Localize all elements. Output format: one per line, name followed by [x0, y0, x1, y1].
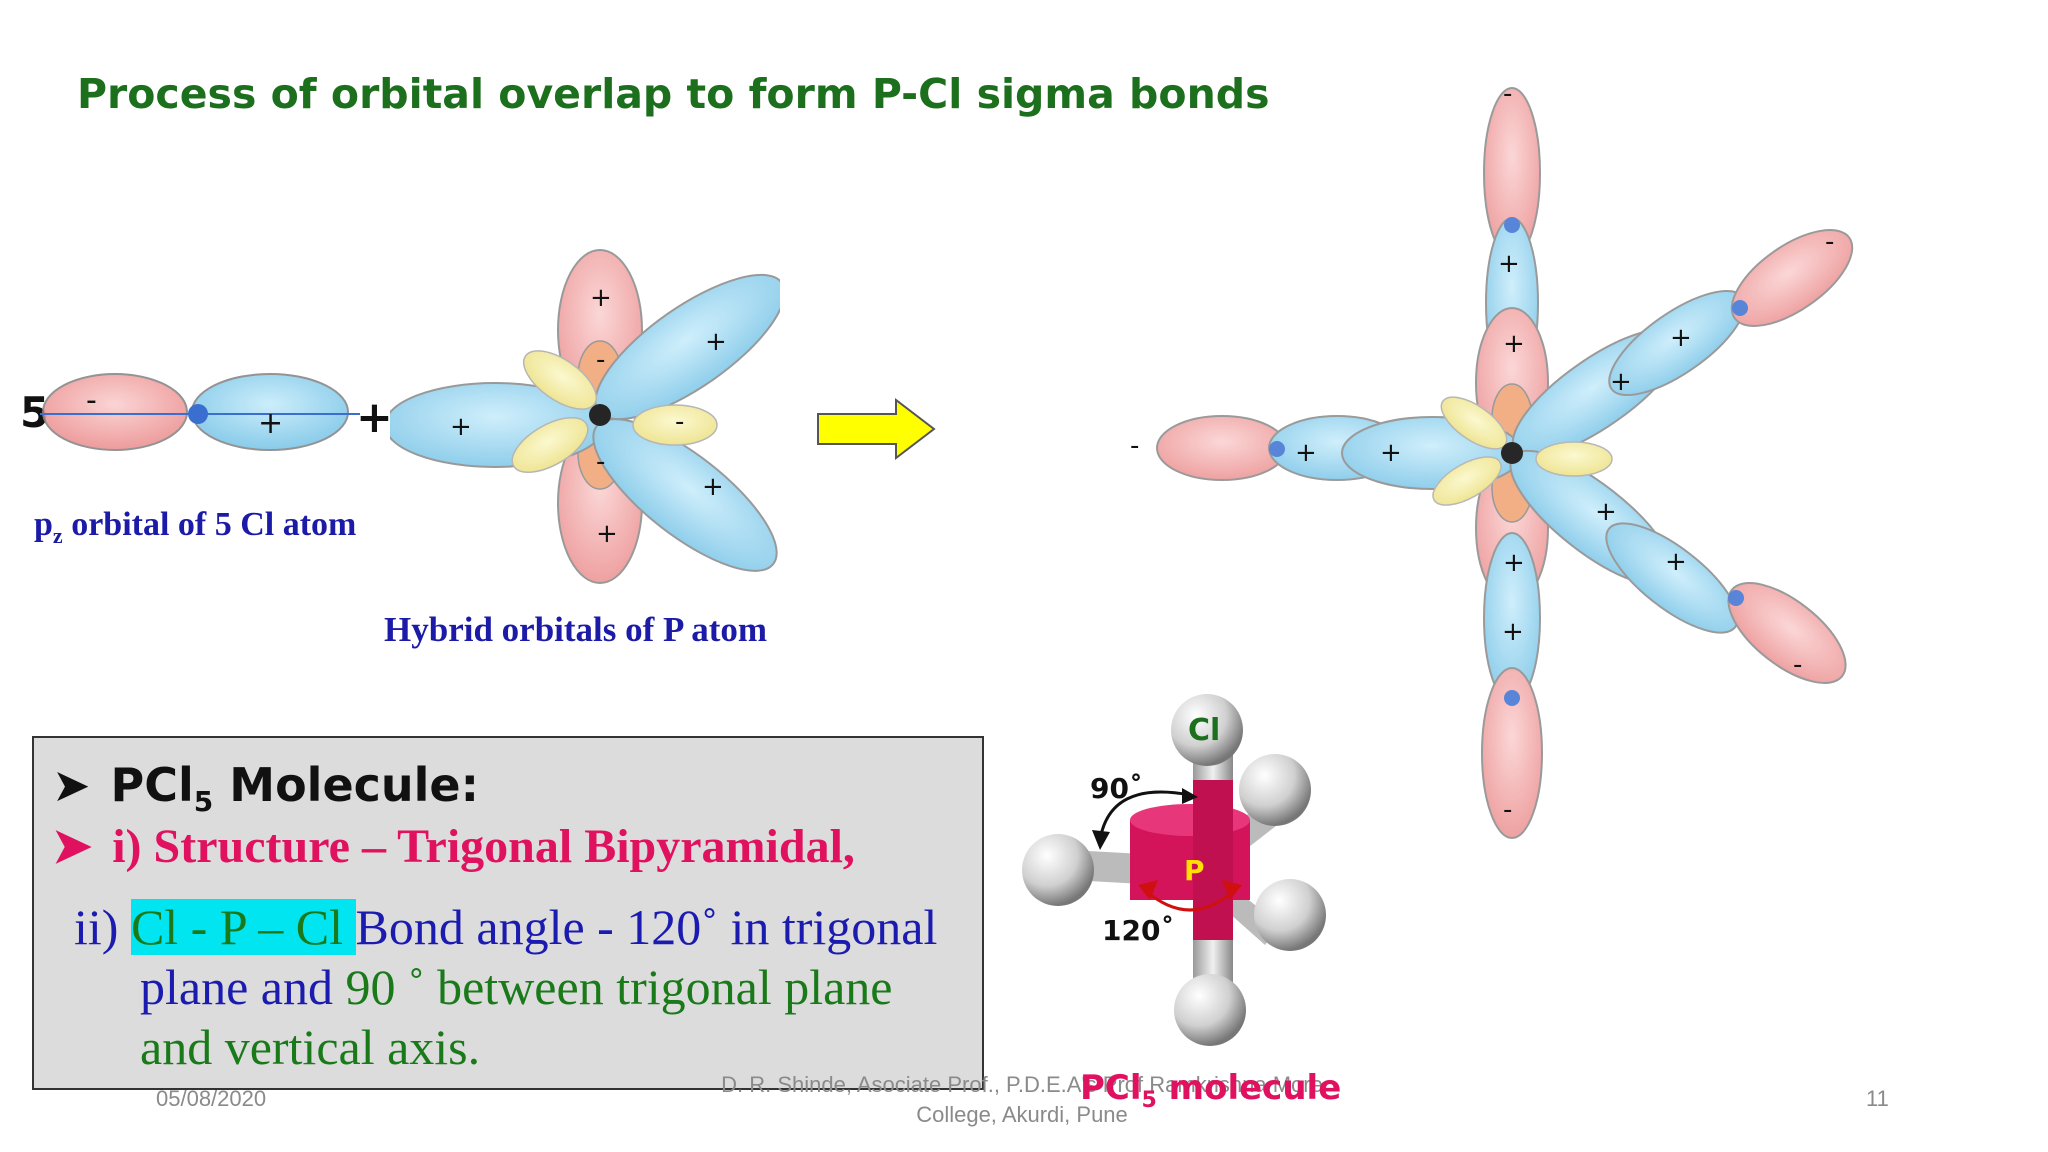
pcl5-molecule-model: Cl P 90˚ 120˚: [1022, 694, 1326, 1046]
molecule-caption: PCl5 molecule: [1080, 1068, 1342, 1113]
cl-nucleus: [188, 404, 208, 424]
svg-text:+: +: [1295, 438, 1317, 468]
structure-line: ➤i) Structure – Trigonal Bipyramidal,: [52, 820, 855, 873]
svg-text:-: -: [596, 345, 605, 375]
highlighted-bond: Cl - P – Cl: [130, 899, 356, 955]
slide-title: Process of orbital overlap to form P-Cl …: [77, 70, 1270, 118]
svg-text:P: P: [1184, 854, 1205, 887]
svg-text:+: +: [1380, 438, 1402, 468]
footer-date: 05/08/2020: [156, 1086, 267, 1111]
svg-text:-: -: [675, 407, 684, 437]
svg-text:+: +: [1665, 547, 1687, 577]
svg-text:+: +: [1670, 323, 1692, 353]
molecule-heading: ➤PCl5 Molecule:: [52, 758, 480, 819]
bullet-arrow-icon: ➤: [52, 820, 93, 873]
svg-text:+: +: [1498, 249, 1520, 279]
page-number: 11: [1866, 1086, 1889, 1111]
hybrid-orbitals-label: Hybrid orbitals of P atom: [384, 610, 768, 649]
hybrid-orbitals-diagram: + + + + + - - -: [390, 249, 780, 584]
svg-text:+: +: [1595, 497, 1617, 527]
svg-text:-: -: [1793, 650, 1802, 680]
bullet-arrow-icon: ➤: [52, 758, 91, 812]
svg-text:Cl: Cl: [1188, 713, 1220, 748]
pz-orbital-label: pz orbital of 5 Cl atom: [34, 506, 357, 548]
svg-text:90˚: 90˚: [1090, 772, 1143, 805]
bond-angle-line-3: and vertical axis.: [140, 1019, 481, 1075]
svg-text:+: +: [705, 327, 727, 357]
svg-text:+: +: [590, 283, 612, 313]
right-arrow-icon: [817, 398, 936, 460]
svg-text:+: +: [1502, 617, 1524, 647]
svg-text:+: +: [1610, 367, 1632, 397]
svg-text:+: +: [596, 519, 618, 549]
svg-text:-: -: [1825, 227, 1834, 257]
structure-info-box: ➤PCl5 Molecule: ➤i) Structure – Trigonal…: [32, 736, 984, 1090]
svg-text:+: +: [450, 412, 472, 442]
svg-text:+: +: [1503, 548, 1525, 578]
footer-author: D. R. Shinde, Asociate Prof., P.D.E.A's …: [721, 1072, 1323, 1127]
pz-orbital-diagram: - +: [40, 373, 360, 451]
svg-text:-: -: [1130, 431, 1139, 461]
pz-lobe-negative: [42, 373, 188, 451]
svg-text:-: -: [596, 447, 605, 477]
bond-angle-line-2: plane and 90 ˚ between trigonal plane: [140, 959, 893, 1015]
svg-text:-: -: [1503, 79, 1512, 109]
svg-text:+: +: [1503, 329, 1525, 359]
svg-text:120˚: 120˚: [1102, 914, 1174, 947]
svg-text:-: -: [1503, 795, 1512, 825]
svg-text:+: +: [258, 406, 283, 441]
svg-text:-: -: [86, 383, 97, 418]
overlap-orbitals-diagram: - + + + + - + + - + + - + + -: [1130, 79, 1854, 839]
svg-text:+: +: [702, 472, 724, 502]
bond-angle-line: ii) Cl - P – Cl Bond angle - 120˚ in tri…: [74, 899, 938, 955]
join-plus-sign: +: [356, 392, 393, 443]
